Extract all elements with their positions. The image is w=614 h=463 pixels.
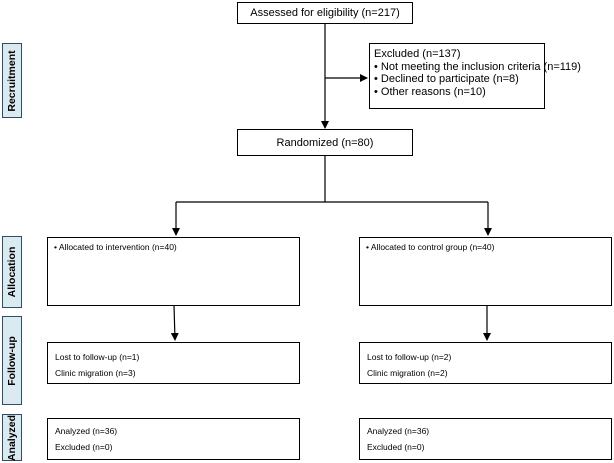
intervention-excluded-text: Excluded (n=0) <box>55 442 113 452</box>
control-followup-box: Lost to follow-up (n=2) Clinic migration… <box>359 342 612 384</box>
connector-intervention-followup <box>170 304 179 341</box>
stage-allocation: Allocation <box>2 236 22 308</box>
randomized-text: Randomized (n=80) <box>276 136 374 149</box>
intervention-lost-text: Lost to follow-up (n=1) <box>55 352 140 362</box>
stage-analyzed: Analyzed <box>2 414 22 461</box>
control-migration-text: Clinic migration (n=2) <box>367 368 448 378</box>
intervention-analyzed-box: Analyzed (n=36) Excluded (n=0) <box>47 418 300 460</box>
stage-allocation-label: Allocation <box>6 246 18 298</box>
intervention-migration-text: Clinic migration (n=3) <box>55 368 136 378</box>
excluded-box: Excluded (n=137) • Not meeting the inclu… <box>369 43 581 109</box>
excluded-title: Excluded (n=137) <box>374 48 461 60</box>
control-analyzed-box: Analyzed (n=36) Excluded (n=0) <box>359 418 612 460</box>
intervention-analyzed-text: Analyzed (n=36) <box>55 426 118 436</box>
intervention-followup-box: Lost to follow-up (n=1) Clinic migration… <box>47 342 300 384</box>
stage-recruitment: Recruitment <box>2 43 22 118</box>
stage-recruitment-label: Recruitment <box>6 49 18 112</box>
excluded-reason-other: • Other reasons (n=10) <box>374 85 486 98</box>
control-allocation-box: • Allocated to control group (n=40) <box>359 237 612 306</box>
randomized-box: Randomized (n=80) <box>237 129 413 156</box>
assessed-box: Assessed for eligibility (n=217) <box>237 2 413 24</box>
excluded-reason-declined: • Declined to participate (n=8) <box>374 73 519 85</box>
assessed-text: Assessed for eligibility (n=217) <box>250 7 400 19</box>
intervention-allocation-box: • Allocated to intervention (n=40) <box>47 237 300 306</box>
control-allocated-text: • Allocated to control group (n=40) <box>366 242 495 252</box>
control-excluded-text: Excluded (n=0) <box>367 442 425 452</box>
stage-followup: Follow-up <box>2 316 22 405</box>
control-analyzed-text: Analyzed (n=36) <box>367 426 430 436</box>
intervention-allocated-text: • Allocated to intervention (n=40) <box>54 242 177 252</box>
control-lost-text: Lost to follow-up (n=2) <box>367 352 452 362</box>
excluded-reason-inclusion: • Not meeting the inclusion criteria (n=… <box>374 60 581 73</box>
stage-followup-label: Follow-up <box>6 335 18 386</box>
stage-analyzed-label: Analyzed <box>6 414 18 461</box>
